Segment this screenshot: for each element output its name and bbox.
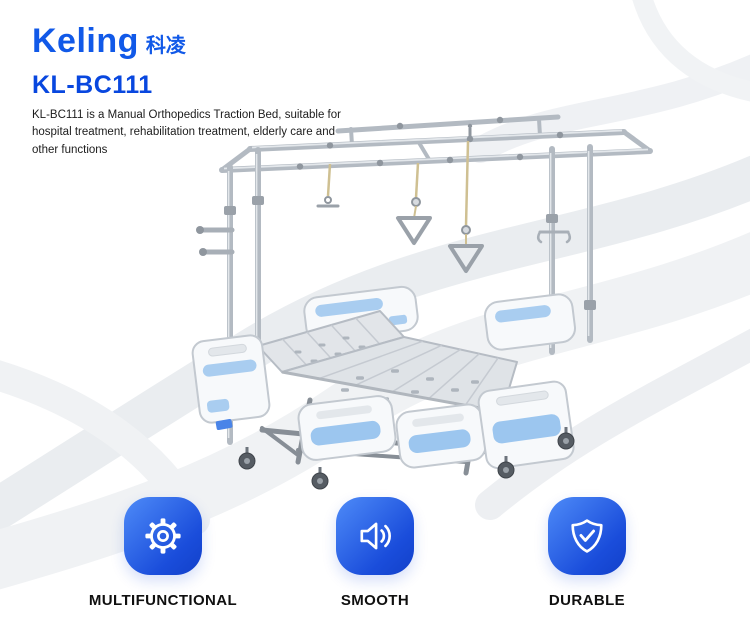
caster-wheel	[238, 447, 256, 470]
bed-footboard	[477, 380, 575, 470]
feature-title: MULTIFUNCTIONAL	[88, 592, 238, 609]
trapeze-assembly	[316, 140, 484, 273]
caster-wheel	[497, 456, 515, 479]
feature-durable: DURABLE Professional quality certificati…	[481, 497, 693, 617]
feature-icon-badge	[124, 497, 202, 575]
product-model-title: KL-BC111	[32, 71, 153, 99]
bed-headboard	[191, 334, 271, 424]
caster-wheel	[311, 467, 329, 490]
feature-multifunctional: MULTIFUNCTIONAL Multiple functions and p…	[57, 497, 269, 617]
trapeze-handle	[396, 216, 432, 245]
product-description: KL-BC111 is a Manual Orthopedics Tractio…	[32, 109, 341, 156]
near-side-rails	[297, 395, 487, 469]
features-section: MULTIFUNCTIONAL Multiple functions and p…	[0, 497, 750, 617]
traction-crank-handles	[196, 226, 235, 256]
trapeze-handle	[448, 244, 484, 273]
brand-logo-text: Keling	[32, 22, 139, 60]
caster-wheel	[557, 427, 575, 450]
casters	[238, 427, 575, 490]
brand-logo-cn: 科凌	[145, 35, 186, 57]
feature-smooth: SMOOTH Smooth operation and low volume	[269, 497, 481, 617]
header: Keling 科凌 KL-BC111 KL-BC111 is a Manual …	[32, 24, 362, 159]
post-clamps	[224, 196, 596, 310]
brand-logo: Keling 科凌	[32, 24, 362, 58]
shield-check-icon	[571, 519, 603, 553]
speaker-icon	[360, 522, 391, 550]
iv-hooks	[537, 230, 571, 244]
feature-title: SMOOTH	[340, 592, 410, 609]
feature-title: DURABLE	[548, 592, 626, 609]
feature-icon-badge	[336, 497, 414, 575]
gear-icon	[145, 518, 181, 554]
brake-pedal	[215, 418, 233, 430]
feature-icon-badge	[548, 497, 626, 575]
bed-posts	[224, 144, 596, 445]
